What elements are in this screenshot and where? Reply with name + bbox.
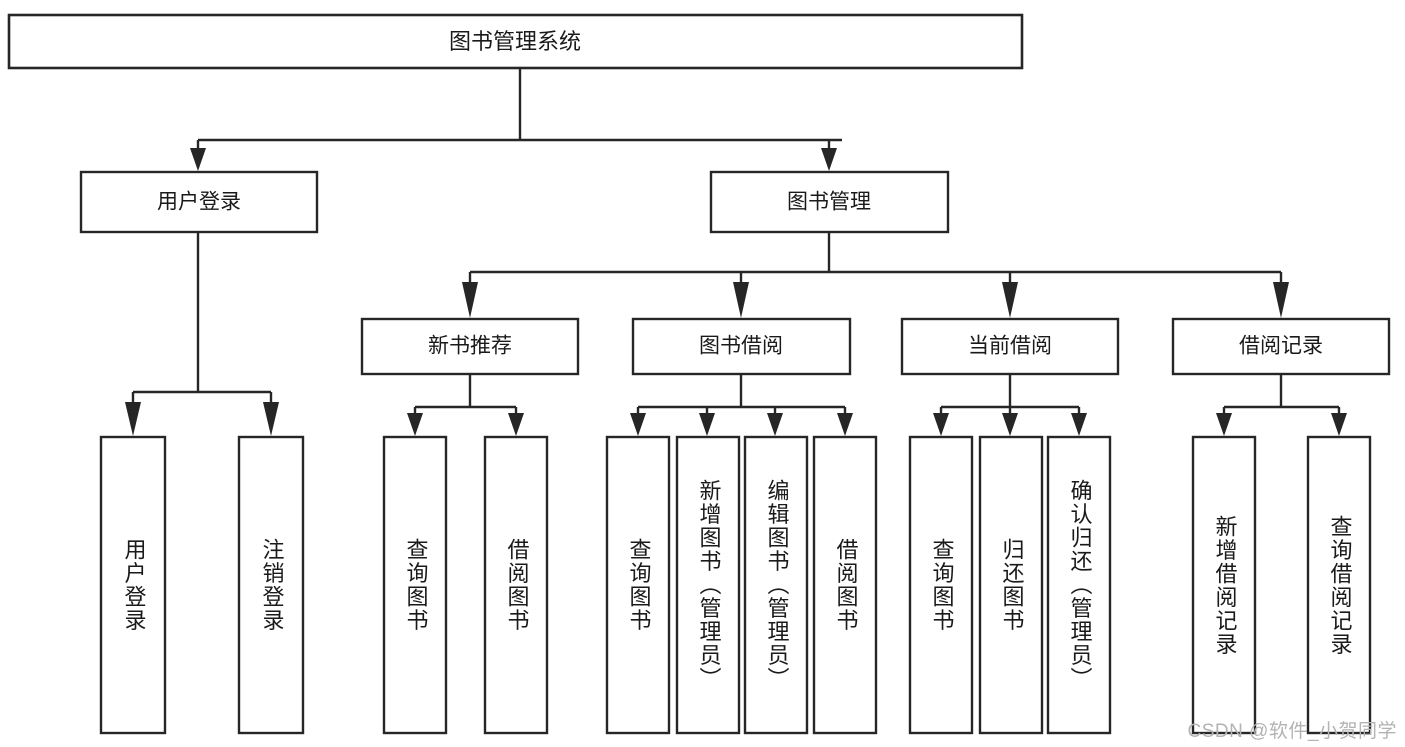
arrow-borrow-leaf-4 (837, 413, 853, 436)
leaf-box-current-3[interactable] (1046, 435, 1112, 735)
node-book-borrow-label: 图书借阅 (699, 335, 783, 358)
arrow-to-current-borrow (1002, 282, 1018, 318)
edges-borrow-to-leaves (630, 374, 853, 436)
edges-recommend-to-leaves (407, 374, 524, 436)
node-book-manage-box[interactable] (709, 170, 950, 234)
leaf-box-borrow-2[interactable] (675, 435, 741, 735)
node-book-manage[interactable]: 图书管理 (709, 170, 950, 234)
leaf-box-borrow-1[interactable] (605, 435, 671, 735)
node-current-borrow[interactable]: 当前借阅 (900, 317, 1120, 376)
leaf-box-user-login-1[interactable] (99, 435, 167, 735)
edges-record-to-leaves (1216, 374, 1347, 436)
node-book-manage-label: 图书管理 (787, 191, 871, 214)
leaf-box-recommend-1[interactable] (382, 435, 448, 735)
arrow-userlogin-leaf-2 (263, 402, 279, 436)
arrow-borrow-leaf-3 (767, 413, 783, 436)
node-root-label: 图书管理系统 (449, 29, 581, 54)
arrow-current-leaf-1 (933, 413, 949, 436)
node-new-book-recommend-label: 新书推荐 (428, 335, 512, 358)
leaf-box-current-1[interactable] (908, 435, 974, 735)
node-book-borrow[interactable]: 图书借阅 (631, 317, 852, 376)
node-book-borrow-box[interactable] (631, 317, 852, 376)
leaf-box-record-2[interactable] (1306, 435, 1372, 735)
node-new-book-recommend[interactable]: 新书推荐 (360, 317, 580, 376)
leaf-boxes-new-book-recommend (382, 435, 549, 735)
arrow-to-book-borrow (733, 282, 749, 318)
leaf-box-borrow-4[interactable] (812, 435, 878, 735)
edges-current-to-leaves (933, 374, 1087, 436)
node-user-login[interactable]: 用户登录 (79, 170, 319, 234)
arrow-userlogin-leaf-1 (125, 402, 141, 436)
leaf-boxes-borrow-record (1191, 435, 1372, 735)
node-new-book-recommend-box[interactable] (360, 317, 580, 376)
edges-bookmanage-to-level3 (462, 232, 1289, 318)
leaf-box-current-2[interactable] (978, 435, 1044, 735)
node-borrow-record[interactable]: 借阅记录 (1171, 317, 1391, 376)
arrow-recommend-leaf-1 (407, 413, 423, 436)
edges-root-to-level2 (190, 68, 842, 171)
arrow-to-user-login (190, 148, 206, 171)
node-user-login-label: 用户登录 (157, 191, 241, 214)
node-current-borrow-label: 当前借阅 (968, 335, 1052, 358)
node-user-login-box[interactable] (79, 170, 319, 234)
arrow-to-book-manage (821, 148, 837, 171)
arrow-to-new-book-recommend (462, 282, 478, 318)
leaf-box-recommend-2[interactable] (483, 435, 549, 735)
arrow-current-leaf-2 (1002, 413, 1018, 436)
leaf-boxes-user-login (99, 435, 305, 735)
arrow-recommend-leaf-2 (508, 413, 524, 436)
node-current-borrow-box[interactable] (900, 317, 1120, 376)
arrow-borrow-leaf-1 (630, 413, 646, 436)
arrow-record-leaf-2 (1331, 413, 1347, 436)
leaf-box-user-login-2[interactable] (237, 435, 305, 735)
watermark-text: CSDN @软件_小贺同学 (1187, 721, 1397, 742)
node-root[interactable]: 图书管理系统 (7, 13, 1024, 70)
leaf-box-record-1[interactable] (1191, 435, 1257, 735)
arrow-borrow-leaf-2 (699, 413, 715, 436)
leaf-boxes-current-borrow (908, 435, 1112, 735)
leaf-boxes-book-borrow (605, 435, 878, 735)
node-root-box[interactable] (7, 13, 1024, 70)
arrow-current-leaf-3 (1071, 413, 1087, 436)
leaf-box-borrow-3[interactable] (743, 435, 809, 735)
arrow-to-borrow-record (1273, 282, 1289, 318)
edges-userlogin-to-leaves (125, 232, 279, 436)
node-borrow-record-box[interactable] (1171, 317, 1391, 376)
arrow-record-leaf-1 (1216, 413, 1232, 436)
node-borrow-record-label: 借阅记录 (1239, 335, 1323, 358)
